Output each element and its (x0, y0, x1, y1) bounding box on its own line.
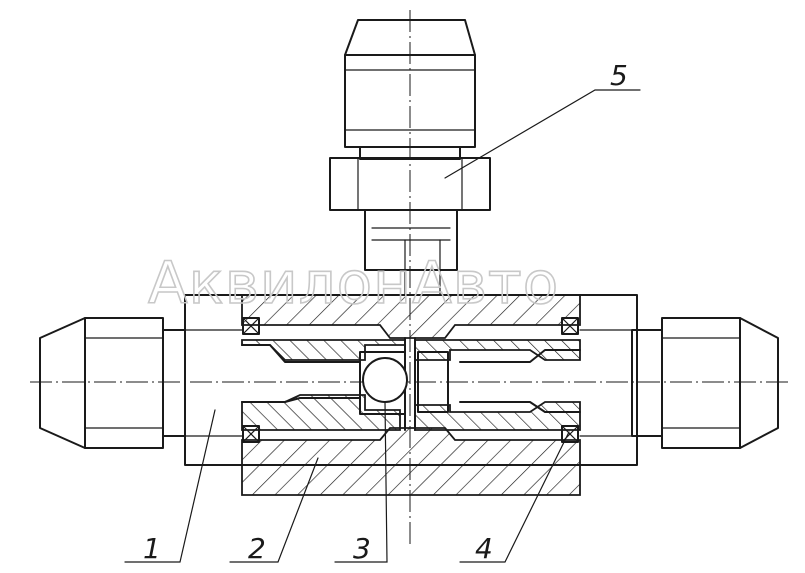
sleeve-section (241, 294, 581, 496)
check-ball (362, 357, 408, 403)
callout-5: 5 (610, 59, 628, 92)
o-ring-seals (242, 317, 579, 443)
right-flare-nut (631, 317, 779, 449)
callout-2: 2 (248, 532, 266, 565)
inner-valve-body (241, 339, 581, 431)
callout-4: 4 (475, 532, 493, 565)
callout-3: 3 (353, 532, 371, 565)
callout-1: 1 (143, 532, 161, 565)
left-flare-nut (39, 317, 186, 449)
watermark-text: АквилонАвто (148, 249, 559, 317)
leader-lines (124, 89, 641, 563)
